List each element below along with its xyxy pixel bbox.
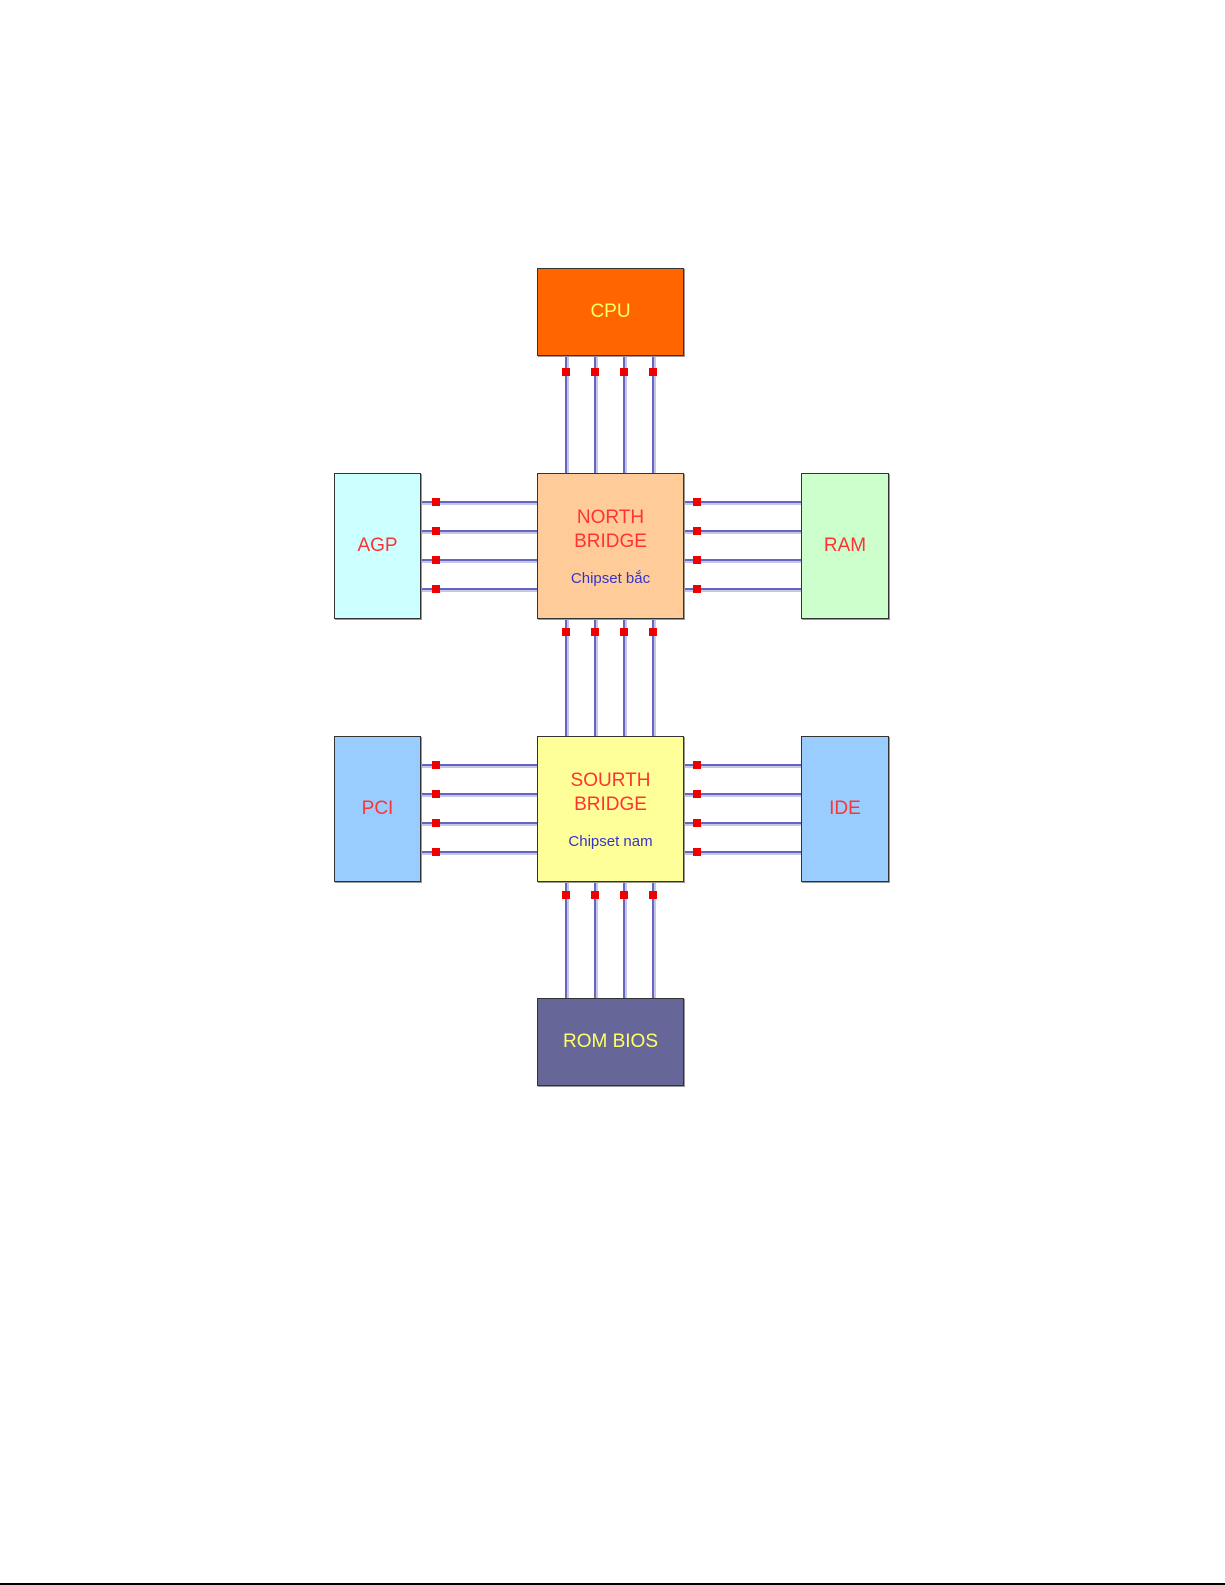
- connector-north-bridge-to-ram: [693, 498, 701, 506]
- connector-agp-to-north-bridge: [432, 556, 440, 564]
- connector-north-bridge-to-south-bridge: [620, 628, 628, 636]
- connector-cpu-to-north-bridge: [562, 368, 570, 376]
- connector-pci-to-south-bridge: [432, 790, 440, 798]
- ide-label: IDE: [829, 797, 861, 821]
- cpu-label: CPU: [590, 300, 630, 324]
- connector-agp-to-north-bridge: [432, 498, 440, 506]
- connector-north-bridge-to-ram: [693, 585, 701, 593]
- pci-box: PCI: [334, 736, 421, 882]
- rom-bios-box: ROM BIOS: [537, 998, 684, 1086]
- connector-south-bridge-to-ide: [693, 819, 701, 827]
- rom-bios-label: ROM BIOS: [563, 1030, 658, 1054]
- south-bridge-sublabel: Chipset nam: [568, 833, 652, 850]
- connector-north-bridge-to-south-bridge: [562, 628, 570, 636]
- connector-cpu-to-north-bridge: [591, 368, 599, 376]
- connector-pci-to-south-bridge: [432, 761, 440, 769]
- connector-pci-to-south-bridge: [432, 848, 440, 856]
- connector-north-bridge-to-ram: [693, 527, 701, 535]
- connector-pci-to-south-bridge: [432, 819, 440, 827]
- connector-south-bridge-to-rom-bios: [562, 891, 570, 899]
- connector-south-bridge-to-ide: [693, 848, 701, 856]
- connector-south-bridge-to-ide: [693, 761, 701, 769]
- connector-south-bridge-to-rom-bios: [620, 891, 628, 899]
- north-bridge-sublabel: Chipset bắc: [571, 570, 650, 587]
- connector-south-bridge-to-rom-bios: [591, 891, 599, 899]
- cpu-box: CPU: [537, 268, 684, 356]
- agp-box: AGP: [334, 473, 421, 619]
- connector-south-bridge-to-rom-bios: [649, 891, 657, 899]
- connector-agp-to-north-bridge: [432, 585, 440, 593]
- connector-south-bridge-to-ide: [693, 790, 701, 798]
- connector-cpu-to-north-bridge: [620, 368, 628, 376]
- ide-box: IDE: [801, 736, 889, 882]
- ram-box: RAM: [801, 473, 889, 619]
- north-bridge-label: NORTH BRIDGE: [574, 506, 647, 554]
- connector-north-bridge-to-south-bridge: [649, 628, 657, 636]
- connector-agp-to-north-bridge: [432, 527, 440, 535]
- pci-label: PCI: [362, 797, 394, 821]
- south-bridge-label: SOURTH BRIDGE: [571, 769, 651, 817]
- south-bridge-box: SOURTH BRIDGE Chipset nam: [537, 736, 684, 882]
- connector-north-bridge-to-south-bridge: [591, 628, 599, 636]
- ram-label: RAM: [824, 534, 866, 558]
- connector-cpu-to-north-bridge: [649, 368, 657, 376]
- agp-label: AGP: [357, 534, 397, 558]
- north-bridge-box: NORTH BRIDGE Chipset bắc: [537, 473, 684, 619]
- connector-north-bridge-to-ram: [693, 556, 701, 564]
